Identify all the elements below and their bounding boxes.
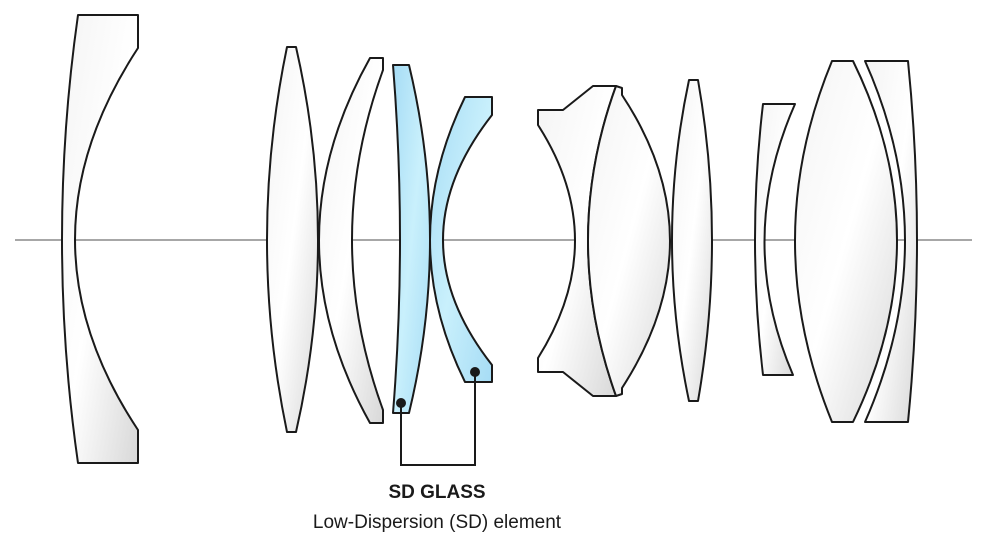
lens-element-7 <box>671 79 713 402</box>
sd-glass-element-2 <box>429 96 493 383</box>
callout-dot-1 <box>396 398 406 408</box>
callout-leader-line <box>400 372 476 466</box>
callout-dot-2 <box>470 367 480 377</box>
lens-element-10 <box>864 60 918 423</box>
lens-element-9 <box>794 60 898 423</box>
lens-element-3 <box>318 57 384 424</box>
sd-glass-element-1 <box>392 64 431 414</box>
lens-element-6b <box>587 85 671 397</box>
callout-subtitle: Low-Dispersion (SD) element <box>312 512 562 533</box>
lens-element-1 <box>61 14 139 464</box>
callout-title: SD GLASS <box>388 482 486 503</box>
lens-element-8 <box>754 103 796 376</box>
lens-element-2 <box>266 46 319 433</box>
